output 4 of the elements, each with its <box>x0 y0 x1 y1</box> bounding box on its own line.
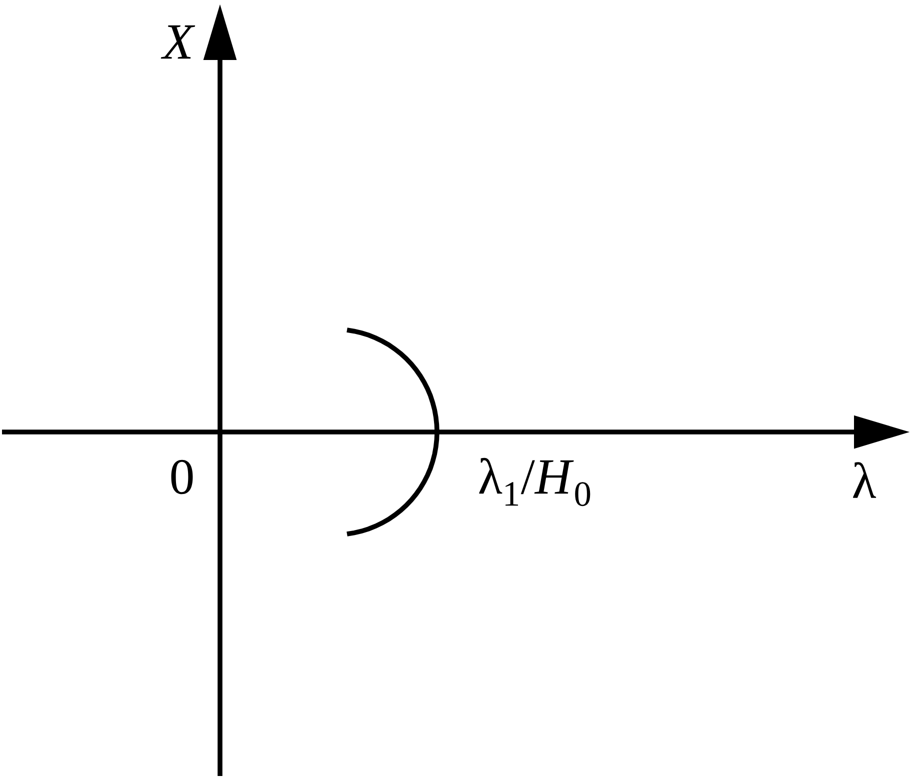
axis-label: 0 <box>171 460 193 494</box>
axis-label: λ$_{1}$/H$_{0}$ <box>479 458 590 506</box>
axis-label: λ <box>853 462 876 498</box>
axis-label: X <box>160 25 196 59</box>
